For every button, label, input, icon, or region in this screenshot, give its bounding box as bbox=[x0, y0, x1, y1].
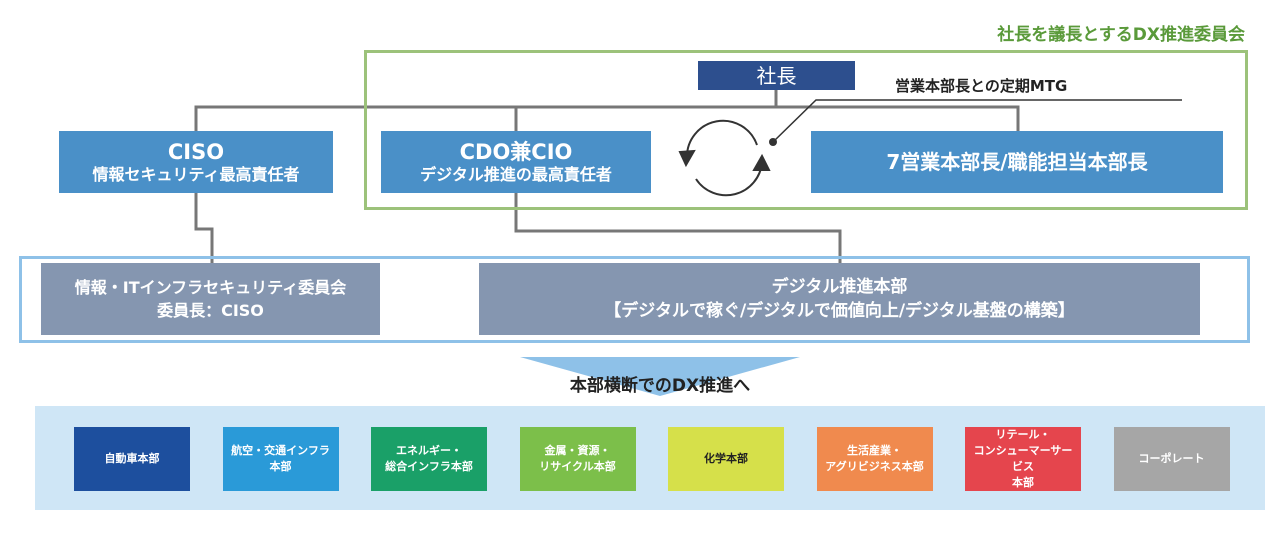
cdo-title: CDO兼CIO bbox=[459, 139, 573, 164]
connector-ciso-to-it bbox=[194, 193, 214, 263]
meeting-label: 営業本部長との定期MTG bbox=[895, 77, 1068, 95]
business-unit-box: リテール・コンシューマーサービス本部 bbox=[965, 427, 1081, 491]
business-unit-label: アグリビジネス本部 bbox=[825, 460, 924, 473]
president-box: 社長 bbox=[698, 61, 855, 90]
ciso-title: CISO bbox=[167, 139, 225, 164]
business-unit-label: 総合インフラ本部 bbox=[385, 460, 473, 473]
digital-hq-missions: 【デジタルで稼ぐ/デジタルで価値向上/デジタル基盤の構築】 bbox=[604, 300, 1075, 321]
cdo-box: CDO兼CIO デジタル推進の最高責任者 bbox=[381, 131, 651, 193]
business-unit-label: エネルギー・ bbox=[396, 444, 462, 458]
cdo-subtitle: デジタル推進の最高責任者 bbox=[420, 165, 612, 184]
business-unit-label: 化学本部 bbox=[704, 452, 748, 466]
dx-committee-frame bbox=[364, 50, 1248, 210]
callout-dot bbox=[769, 138, 777, 146]
president-label: 社長 bbox=[756, 63, 797, 88]
digital-hq-title: デジタル推進本部 bbox=[771, 277, 908, 298]
it-security-committee-box: 情報・ITインフラセキュリティ委員会 委員長：CISO bbox=[41, 263, 380, 335]
business-unit-box: エネルギー・総合インフラ本部 bbox=[371, 427, 487, 491]
business-heads-label: 7営業本部長/職能担当本部長 bbox=[886, 150, 1148, 174]
it-committee-chair: 委員長：CISO bbox=[157, 300, 264, 320]
business-unit-box: 金属・資源・リサイクル本部 bbox=[519, 427, 636, 491]
business-unit-box: 化学本部 bbox=[668, 427, 784, 491]
ciso-subtitle: 情報セキュリティ最高責任者 bbox=[92, 165, 300, 184]
callout-line bbox=[772, 99, 1182, 143]
dx-committee-title: 社長を議長とするDX推進委員会 bbox=[997, 25, 1245, 45]
business-unit-label: 本部 bbox=[1012, 475, 1034, 489]
digital-hq-box: デジタル推進本部 【デジタルで稼ぐ/デジタルで価値向上/デジタル基盤の構築】 bbox=[479, 263, 1200, 335]
business-unit-label: 金属・資源・ bbox=[544, 444, 611, 458]
business-heads-box: 7営業本部長/職能担当本部長 bbox=[811, 131, 1223, 193]
lower-frame bbox=[19, 256, 1250, 343]
cycle-arrows-icon bbox=[678, 119, 771, 197]
ciso-box: CISO 情報セキュリティ最高責任者 bbox=[59, 131, 333, 193]
business-unit-label: コーポレート bbox=[1138, 452, 1205, 466]
business-unit-label: 生活産業・ bbox=[847, 444, 902, 458]
connector-president-to-units bbox=[194, 105, 1020, 131]
connector-cdo-to-digital bbox=[514, 193, 842, 263]
business-unit-label: 航空・交通インフラ本部 bbox=[231, 444, 330, 473]
business-unit-label: 自動車本部 bbox=[104, 452, 160, 466]
business-unit-box: 航空・交通インフラ本部 bbox=[222, 427, 339, 491]
business-unit-label: リサイクル本部 bbox=[539, 460, 616, 473]
business-unit-box: コーポレート bbox=[1113, 427, 1230, 491]
business-unit-label: コンシューマーサービス bbox=[973, 444, 1073, 473]
it-committee-title: 情報・ITインフラセキュリティ委員会 bbox=[74, 278, 347, 298]
business-unit-box: 自動車本部 bbox=[74, 427, 190, 491]
business-unit-box: 生活産業・アグリビジネス本部 bbox=[816, 427, 933, 491]
down-arrow-shape bbox=[520, 357, 800, 396]
cross-unit-label: 本部横断でのDX推進へ bbox=[569, 376, 751, 396]
business-unit-label: リテール・ bbox=[995, 428, 1051, 442]
